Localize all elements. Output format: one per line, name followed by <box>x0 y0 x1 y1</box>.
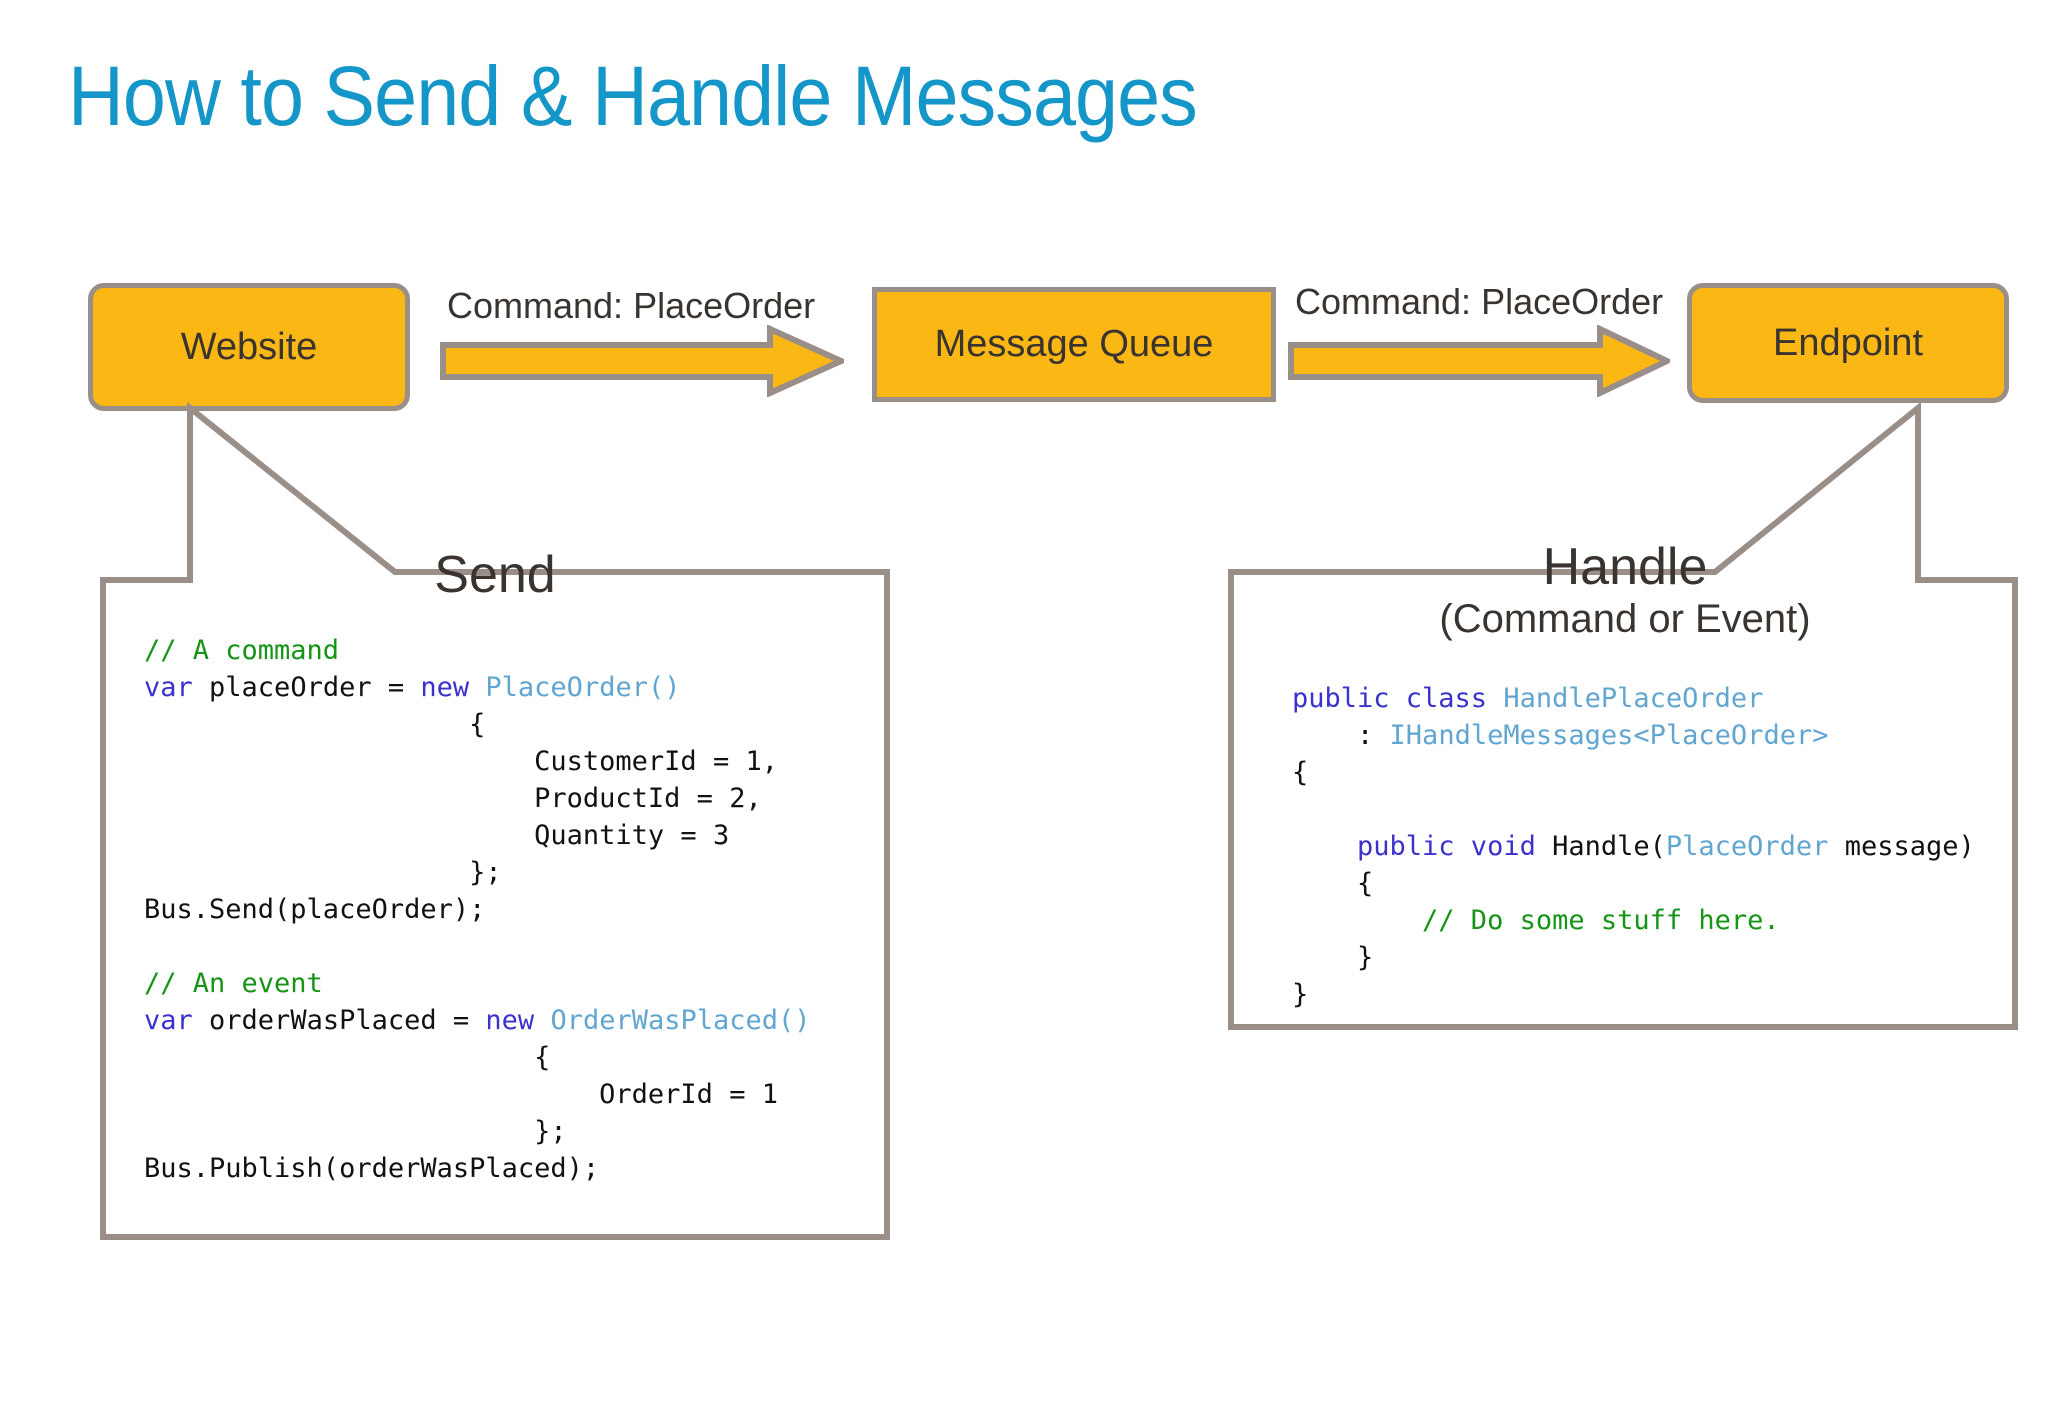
code-line: { <box>144 706 811 743</box>
code-line <box>1292 791 1975 828</box>
code-token: message) <box>1828 831 1975 862</box>
code-line: Quantity = 3 <box>144 817 811 854</box>
code-line: OrderId = 1 <box>144 1076 811 1113</box>
code-token: IHandleMessages <box>1389 720 1634 751</box>
code-token: // Do some stuff here. <box>1292 905 1780 936</box>
code-token: new <box>485 1005 535 1036</box>
code-line: // A command <box>144 632 811 669</box>
code-token: ( <box>778 1005 795 1036</box>
code-token: CustomerId = 1, <box>144 746 778 777</box>
code-line: } <box>1292 939 1975 976</box>
flow-node-message-queue[interactable]: Message Queue <box>872 287 1276 402</box>
code-token: { <box>144 1042 551 1073</box>
code-token: }; <box>144 1116 567 1147</box>
page-title: How to Send & Handle Messages <box>68 49 1198 143</box>
code-token: // An event <box>144 968 323 999</box>
code-token: OrderId = 1 <box>144 1079 778 1110</box>
code-line: }; <box>144 854 811 891</box>
arrow-label-queue-to-endpoint: Command: PlaceOrder <box>1295 281 1664 322</box>
code-token: ) <box>794 1005 811 1036</box>
callout-send-heading: Send <box>434 546 556 604</box>
flow-node-message-queue-label: Message Queue <box>934 323 1214 365</box>
code-token: > <box>1812 720 1829 751</box>
code-token: { <box>1292 868 1374 899</box>
code-token: PlaceOrder <box>485 672 648 703</box>
arrow-queue-to-endpoint-icon <box>1288 325 1670 397</box>
code-token: // A command <box>144 635 340 666</box>
code-token: public class <box>1292 683 1504 714</box>
code-line: public class HandlePlaceOrder <box>1292 680 1975 717</box>
code-token: Handle( <box>1552 831 1666 862</box>
code-token <box>534 1005 550 1036</box>
code-token: ( <box>647 672 665 703</box>
code-block-handle: public class HandlePlaceOrder : IHandleM… <box>1292 680 1975 1013</box>
code-line: var orderWasPlaced = new OrderWasPlaced(… <box>144 1002 811 1039</box>
arrow-website-to-queue-icon <box>440 325 844 397</box>
code-line: // An event <box>144 965 811 1002</box>
code-line: ProductId = 2, <box>144 780 811 817</box>
code-token: { <box>144 709 486 740</box>
code-line: public void Handle(PlaceOrder message) <box>1292 828 1975 865</box>
code-token: < <box>1633 720 1650 751</box>
code-token: Bus.Send(placeOrder); <box>144 894 486 925</box>
code-token: } <box>1292 979 1309 1010</box>
code-line: { <box>1292 865 1975 902</box>
code-token: PlaceOrder <box>1665 831 1829 862</box>
code-token: Quantity = 3 <box>144 820 730 851</box>
arrow-label-website-to-queue: Command: PlaceOrder <box>447 285 816 326</box>
code-token: placeOrder = <box>192 672 421 703</box>
code-line: { <box>144 1039 811 1076</box>
code-token: Bus.Publish(orderWasPlaced); <box>144 1153 600 1184</box>
flow-node-website-label: Website <box>180 325 318 368</box>
code-line: }; <box>144 1113 811 1150</box>
callout-handle-heading: Handle <box>1542 538 1708 596</box>
callout-handle-subtitle: (Command or Event) <box>1439 597 1811 641</box>
code-token: public void <box>1292 831 1553 862</box>
code-token: new <box>420 672 470 703</box>
code-token: PlaceOrder <box>1649 720 1813 751</box>
code-token: HandlePlaceOrder <box>1503 683 1764 714</box>
code-line: Bus.Publish(orderWasPlaced); <box>144 1150 811 1187</box>
code-line: var placeOrder = new PlaceOrder() <box>144 669 811 706</box>
code-line: Bus.Send(placeOrder); <box>144 891 811 928</box>
code-token: var <box>144 1005 193 1036</box>
code-token: var <box>144 672 193 703</box>
code-token: ) <box>664 672 681 703</box>
flow-node-website[interactable]: Website <box>88 283 410 411</box>
code-token: ProductId = 2, <box>144 783 762 814</box>
code-token: orderWasPlaced = <box>192 1005 486 1036</box>
code-line: } <box>1292 976 1975 1013</box>
code-line <box>144 928 811 965</box>
code-token: OrderWasPlaced <box>550 1005 779 1036</box>
code-line: // Do some stuff here. <box>1292 902 1975 939</box>
code-token: } <box>1292 942 1374 973</box>
code-token: : <box>1292 720 1390 751</box>
code-line: : IHandleMessages<PlaceOrder> <box>1292 717 1975 754</box>
flow-node-endpoint[interactable]: Endpoint <box>1687 283 2009 403</box>
callout-handle <box>1228 400 2018 1030</box>
code-token: { <box>1292 757 1309 788</box>
code-line: { <box>1292 754 1975 791</box>
code-token: }; <box>144 857 502 888</box>
code-line: CustomerId = 1, <box>144 743 811 780</box>
code-token <box>469 672 485 703</box>
callout-send <box>100 400 890 1240</box>
flow-node-endpoint-label: Endpoint <box>1772 321 1923 364</box>
